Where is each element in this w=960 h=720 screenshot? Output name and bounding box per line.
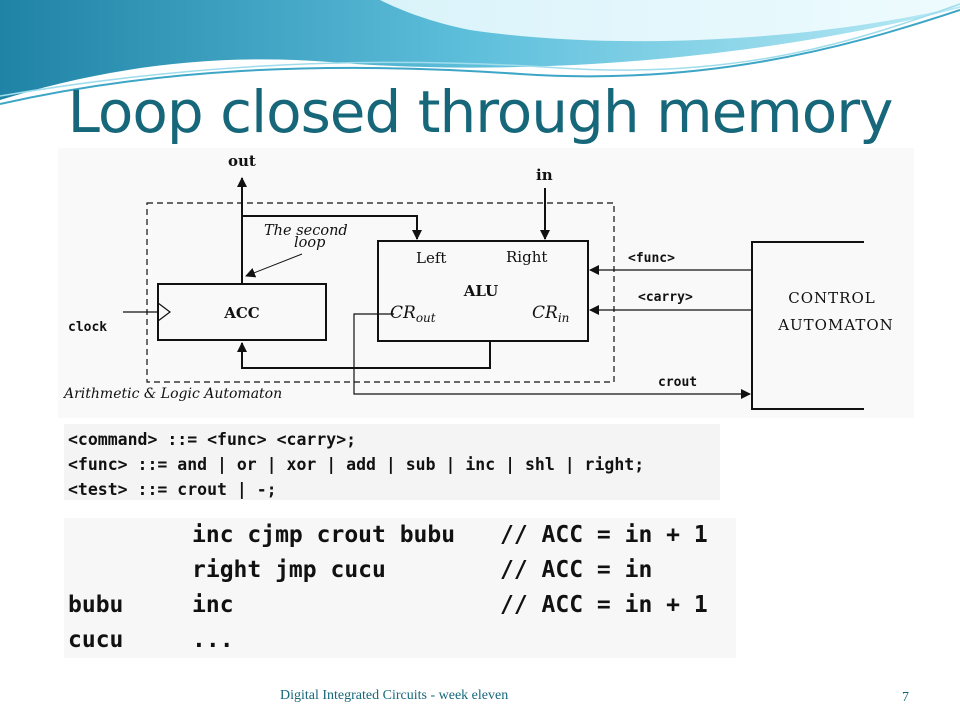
in-label: in <box>536 166 553 184</box>
wave-line <box>0 9 960 105</box>
program-instruction: ... <box>192 627 234 653</box>
alu-label: ALU <box>463 282 498 300</box>
program-listing: inc cjmp crout bubu // ACC = in + 1 righ… <box>64 518 736 658</box>
crout-signal-label: crout <box>658 375 697 390</box>
alu-automaton-diagram: out in The second loop clock ACC ALU Lef… <box>58 148 914 418</box>
carry-signal-label: <carry> <box>638 290 693 305</box>
clock-edge-icon <box>157 302 171 322</box>
alu-left-label: Left <box>416 249 446 267</box>
clock-label: clock <box>68 320 107 335</box>
program-label: bubu <box>68 592 124 618</box>
acc-to-left-wire <box>242 215 422 240</box>
slide-title: Loop closed through memory <box>67 78 894 146</box>
control-label-1: CONTROL <box>788 289 875 307</box>
program-label: cucu <box>68 627 124 653</box>
grammar-line: <command> ::= <func> <carry>; <box>68 430 357 449</box>
cr-out-label: CRout <box>390 303 436 325</box>
command-grammar: <command> ::= <func> <carry>; <func> ::=… <box>64 424 720 500</box>
automaton-boundary <box>146 202 615 383</box>
second-loop-label-1: The second <box>264 223 348 239</box>
program-comment: // ACC = in <box>500 557 653 583</box>
second-loop-pointer <box>245 253 303 278</box>
header-waves <box>0 0 960 105</box>
cr-in-label: CRin <box>532 303 569 325</box>
program-comment: // ACC = in + 1 <box>500 522 708 548</box>
program-comment: // ACC = in + 1 <box>500 592 708 618</box>
control-label-2: AUTOMATON <box>777 316 894 334</box>
grammar-line: <func> ::= and | or | xor | add | sub | … <box>68 455 645 474</box>
wave-line-2 <box>0 3 960 97</box>
page-number: 7 <box>902 690 909 705</box>
alu-box <box>377 240 589 342</box>
acc-label: ACC <box>223 304 260 322</box>
wave-light <box>380 0 960 42</box>
alu-to-acc-wire <box>237 341 491 369</box>
alu-right-label: Right <box>506 248 547 266</box>
second-loop-label-2: loop <box>294 235 325 251</box>
crout-wire <box>353 313 751 399</box>
program-instruction: right jmp cucu <box>192 557 386 583</box>
control-automaton-box <box>751 241 864 410</box>
grammar-line: <test> ::= crout | -; <box>68 480 277 499</box>
automaton-caption: Arithmetic & Logic Automaton <box>62 386 282 402</box>
out-label: out <box>228 152 256 170</box>
slide-footer: Digital Integrated Circuits - week eleve… <box>280 688 509 703</box>
program-instruction: inc <box>192 592 234 618</box>
func-signal-label: <func> <box>628 251 675 266</box>
program-instruction: inc cjmp crout bubu <box>192 522 456 548</box>
